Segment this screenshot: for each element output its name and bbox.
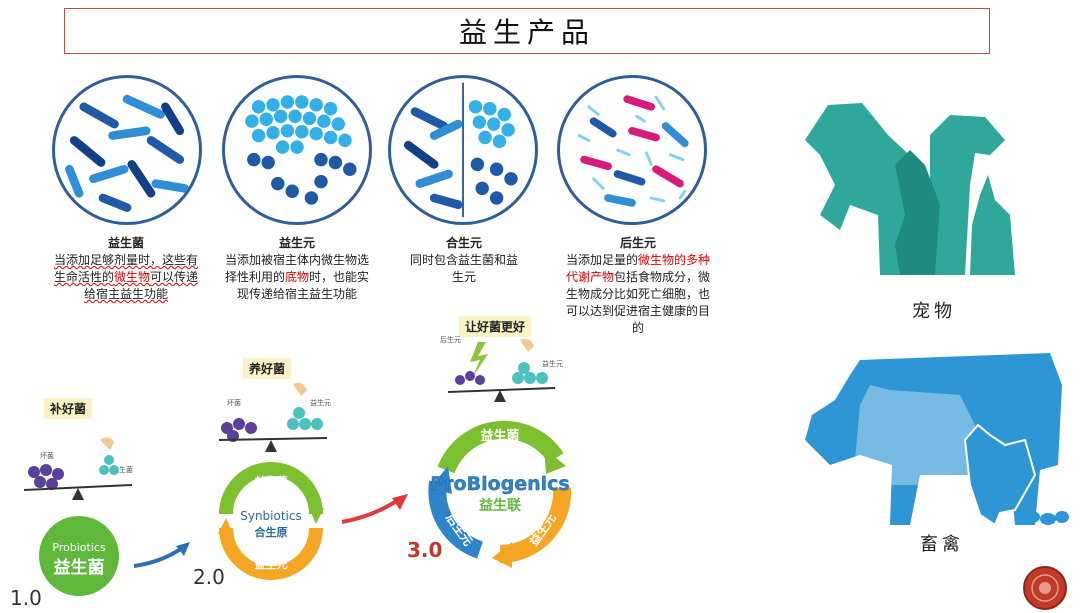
panel-text-seg-highlight: 微生物的多种代谢产物 [565,253,711,284]
stage3-cn-label: 益生联 [479,497,522,514]
panel-synbiotics: 合生元 同时包含益生菌和益生元 [405,235,523,286]
synbiotics-circle [388,75,538,225]
panel-prebiotics: 益生元 当添加被宿主体内微生物选择性利用的底物时，也能实现传递给宿主益生功能 [222,235,372,303]
stage1-good-label: 益生菌 [112,465,133,474]
stage2-scale-icon: 坏菌 益生元 [218,382,331,452]
stage2-cn-label: 合生原 [255,525,288,539]
postbiotics-illustration [577,95,689,207]
panel-text-seg-highlight: 微生物 [113,270,150,284]
panel-text-seg: 可以传递给宿主益生功能 [83,270,199,301]
prebiotics-dots-illustration [245,95,357,205]
stage3-cycle-diagram: 益生菌 益生元 后生元 ProBiogenics 益生联 [428,420,572,568]
stage2-cycle-diagram: 益生菌 益生元 Synbiotics 合生原 [218,462,324,580]
postbiotics-circle [557,75,707,225]
stage1-cn-label: 益生菌 [54,557,105,578]
probiotics-bacteria-illustration [65,94,189,212]
panel-heading: 益生菌 [107,236,144,250]
stage1-badge: Probiotics 益生菌 [39,516,119,596]
page-title: 益生产品 [458,16,595,49]
panel-text-seg: 包括食物成分，微生物成分比如死亡细胞，也可以达到促进宿主健康的目的 [565,270,711,335]
panel-postbiotics: 后生元 当添加足量的微生物的多种代谢产物包括食物成分，微生物成分比如死亡细胞，也… [562,235,714,337]
stage2-ring-top: 益生菌 [255,474,288,488]
stage1-en-label: Probiotics [52,541,106,554]
panel-text-seg: 当添加被宿主体内微生物选择性利用的 [224,253,369,284]
arrow-2-to-3 [341,494,408,524]
seal-logo-icon [1023,566,1067,610]
stage1-version: 1.0 [10,586,42,610]
probiotics-circle [52,75,202,225]
pets-label: 宠物 [912,301,956,322]
stage1-tag: 补好菌 [44,398,93,419]
panel-heading: 后生元 [619,236,656,250]
stage3-post-label: 后生元 [440,335,461,344]
prebiotics-circle [222,75,372,225]
livestock-silhouette-icon [805,353,1069,527]
panel-text-seg: 同时包含益生菌和益生元 [409,253,518,284]
stage3-scale-icon: 后生元 益生元 [440,335,563,402]
livestock-label: 畜禽 [920,534,964,555]
stage1-bad-label: 坏菌 [40,451,54,460]
synbiotics-illustration [403,82,518,218]
panel-heading: 益生元 [278,236,315,250]
stage3-ring-top: 益生菌 [480,428,519,444]
stage2-good-label: 益生元 [310,398,331,407]
stage2-bad-label: 坏菌 [227,398,241,407]
stage2-ring-bottom: 益生元 [255,557,288,571]
stage1-scale-icon: 坏菌 益生菌 [23,437,133,500]
panel-text-seg: 当添加足够剂量时，这些有生命活性的 [53,253,198,284]
stage3-version: 3.0 [407,538,443,562]
arrow-1-to-2 [133,542,190,568]
title-box: 益生产品 [64,8,990,54]
panel-text-seg: 当添加足量的 [565,253,638,267]
panel-text: 当添加足够剂量时，这些有生命活性的微生物可以传递给宿主益生功能 [54,253,198,301]
stage2-version: 2.0 [193,565,225,589]
stage3-en-label: ProBiogenics [430,473,570,495]
stage2-tag: 养好菌 [243,358,292,379]
panel-heading: 合生元 [445,236,482,250]
stage3-tag: 让好菌更好 [459,316,532,337]
stage2-en-label: Synbiotics [240,509,302,523]
stage3-good-label: 益生元 [542,359,563,368]
panel-text-seg-highlight: 底物 [284,270,309,284]
panel-text-seg: 时，也能实现传递给宿主益生功能 [236,270,370,301]
panel-probiotics: 益生菌 当添加足够剂量时，这些有生命活性的微生物可以传递给宿主益生功能 [52,235,200,303]
pets-silhouette-icon [805,103,1015,275]
